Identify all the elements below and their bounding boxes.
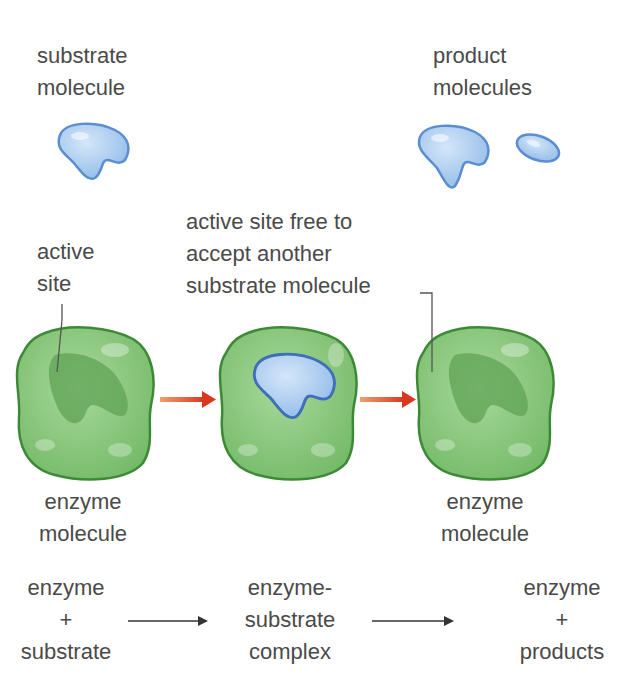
highlight <box>238 444 258 456</box>
arrow-head <box>198 616 208 626</box>
highlight <box>431 134 449 142</box>
molecule-label: substrate molecule <box>37 40 177 104</box>
enzyme-label: enzyme molecule <box>441 486 529 550</box>
highlight <box>101 343 129 357</box>
substrate-shape <box>59 124 129 179</box>
highlight <box>328 343 344 367</box>
enzyme-shape <box>220 327 357 479</box>
highlight <box>311 443 335 457</box>
enzyme-shape <box>417 327 554 479</box>
enzyme-substrate-complex <box>220 327 357 479</box>
arrow-shaft <box>360 397 404 402</box>
equation-term: enzyme + products <box>520 572 604 668</box>
molecule-label: product molecules <box>433 40 573 104</box>
highlight <box>35 439 55 451</box>
product-molecule <box>419 126 488 188</box>
equation-term: enzyme-substrate complex <box>245 572 336 668</box>
arrow-head <box>444 616 454 626</box>
arrow-head <box>202 391 216 408</box>
highlight <box>435 439 455 451</box>
bound-substrate <box>254 354 334 417</box>
product-molecule-small <box>513 129 563 167</box>
equation-term: enzyme + substrate <box>21 572 112 668</box>
highlight <box>508 443 532 457</box>
highlight <box>526 138 541 148</box>
leader-line <box>57 304 62 372</box>
active-site <box>449 353 528 423</box>
arrow-shaft <box>128 620 198 622</box>
highlight <box>108 443 132 457</box>
enzyme-label: enzyme molecule <box>39 486 127 550</box>
substrate-molecule <box>59 124 129 179</box>
callout-label: active site <box>37 236 94 300</box>
process-arrow <box>360 391 416 408</box>
product-shape <box>513 129 563 167</box>
callout-label: active site free to accept another subst… <box>186 206 376 302</box>
arrow-shaft <box>160 397 204 402</box>
leader-line <box>420 293 432 372</box>
product-shape <box>419 126 488 188</box>
active-site <box>49 353 128 423</box>
enzyme-molecule <box>17 327 154 479</box>
equation-arrow <box>372 616 454 626</box>
process-arrow <box>160 391 216 408</box>
highlight <box>71 132 89 140</box>
enzyme-molecule <box>417 327 554 479</box>
highlight <box>501 343 529 357</box>
equation-arrow <box>128 616 208 626</box>
arrow-head <box>402 391 416 408</box>
arrow-shaft <box>372 620 444 622</box>
enzyme-shape <box>17 327 154 479</box>
